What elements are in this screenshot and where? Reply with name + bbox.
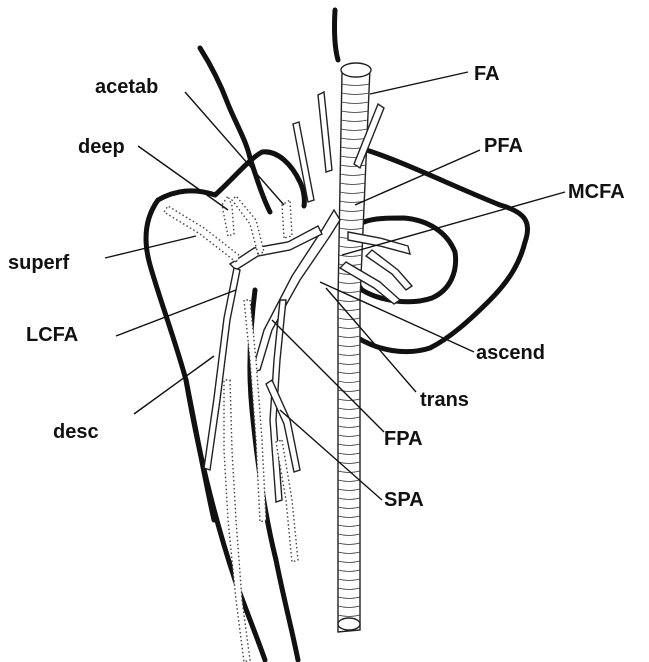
pelvis-medial-contour [334,10,338,60]
label-acetab: acetab [95,76,158,98]
deep-branch [222,196,234,236]
label-lcfa: LCFA [26,324,78,346]
pudendal-branch-left [318,92,332,172]
label-deep: deep [78,136,125,158]
leader-fa [370,72,468,94]
label-fa: FA [474,63,500,85]
label-pfa: PFA [484,135,523,157]
leader-lcfa [116,290,236,336]
leader-desc [134,356,214,414]
label-mcfa: MCFA [568,181,625,203]
leader-deep [138,146,228,210]
label-fpa: FPA [384,428,423,450]
profunda-femoral-artery [252,210,340,372]
leader-pfa [355,150,480,205]
lesser-trochanter-contour [348,218,456,302]
leader-fpa [272,320,384,432]
label-trans: trans [420,389,469,411]
femoral-artery-distal-end [338,618,360,630]
label-superf: superf [8,252,69,274]
labels: FA acetab PFA deep MCFA superf LCFA asce… [8,63,625,511]
leader-acetab [185,92,284,205]
label-spa: SPA [384,489,424,511]
obturator-contour [358,148,528,352]
femoral-artery-cut-end [341,63,371,77]
bone-outline [146,10,528,660]
descending-branch [204,268,240,470]
label-ascend: ascend [476,342,545,364]
descending-branch-lower [224,380,250,662]
label-desc: desc [53,421,99,443]
acetabular-branch [282,200,292,238]
ascending-branch-lcfa [232,196,264,254]
pelvis-lateral-contour [200,48,270,212]
leader-superf [105,236,196,258]
arterial-branches [164,92,412,662]
